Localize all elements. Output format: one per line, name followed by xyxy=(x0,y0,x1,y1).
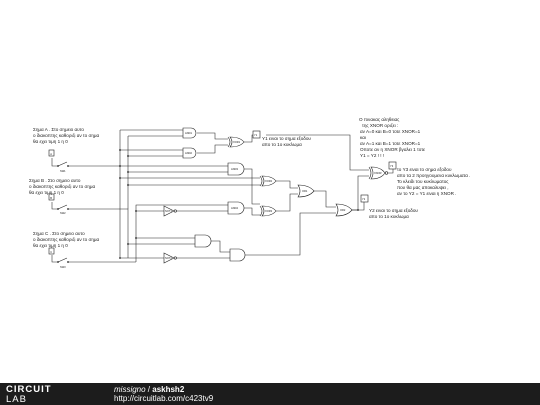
logo-top-text: CIRCUIT xyxy=(6,384,52,395)
and-gate-4[interactable]: AND4 xyxy=(227,201,245,215)
note-signal-c: Σημα C . Στο σημειο αυτο ο διακοπτης καθ… xyxy=(33,231,100,248)
xnor-label: XNOR xyxy=(374,171,382,175)
sw2-label: SW2 xyxy=(60,211,66,215)
not2-label: NOT2 xyxy=(165,256,172,260)
note-y1: Y1 ειναι το σημα εξοδου απο το 1ο κυκλωμ… xyxy=(262,136,311,147)
title-separator: / xyxy=(145,385,153,394)
svg-text:B: B xyxy=(50,196,52,200)
circuit-url[interactable]: http://circuitlab.com/c423tv9 xyxy=(114,394,214,403)
circuit-meta: missigno / askhsh2 http://circuitlab.com… xyxy=(114,385,213,403)
or-gate-2[interactable]: OR2 xyxy=(335,203,353,217)
author-link[interactable]: missigno xyxy=(114,385,146,394)
svg-text:θα εχει τιμη 1 η 0: θα εχει τιμη 1 η 0 xyxy=(29,190,64,195)
svg-text:που θα μας αποκαλυψει ,: που θα μας αποκαλυψει , xyxy=(397,185,449,190)
switch-b[interactable]: B SW2 xyxy=(48,193,69,215)
svg-text:Σημα Β . Στο σημειο αυτο: Σημα Β . Στο σημειο αυτο xyxy=(29,178,81,183)
sw3-label: SW3 xyxy=(60,265,66,269)
svg-text:αν Α=0 και Β=0 τοτε XNOR=1: αν Α=0 και Β=0 τοτε XNOR=1 xyxy=(360,129,421,134)
svg-text:θα εχει τιμη 1 η 0: θα εχει τιμη 1 η 0 xyxy=(33,139,68,144)
probe-y3-label: Y3 xyxy=(390,164,394,168)
circuit-title[interactable]: askhsh2 xyxy=(152,385,185,394)
svg-text:απο τα 2 προηγουμενα κυκλωματα: απο τα 2 προηγουμενα κυκλωματα . xyxy=(397,173,470,178)
and-gate-6[interactable] xyxy=(229,248,246,262)
not-gate-1[interactable]: NOT1 xyxy=(163,205,177,217)
svg-text:ο διακοπτης καθοριζι αν το σημ: ο διακοπτης καθοριζι αν το σημα xyxy=(33,237,100,243)
svg-text:Ο πινακας αληθειας: Ο πινακας αληθειας xyxy=(359,117,400,122)
or1-label: OR1 xyxy=(302,189,308,193)
footer-bar: CIRCUIT LAB missigno / askhsh2 http://ci… xyxy=(0,383,540,405)
svg-text:Y2 ειναι το σημα εξοδου: Y2 ειναι το σημα εξοδου xyxy=(369,208,418,214)
svg-text:ο διακοπτης καθοριζι αν το σημ: ο διακοπτης καθοριζι αν το σημα xyxy=(29,184,96,190)
or-gate-1[interactable]: OR1 xyxy=(297,184,315,198)
svg-text:αν το Y2 = Y1 ειναι η XNOR .: αν το Y2 = Y1 ειναι η XNOR . xyxy=(397,191,456,196)
probe-y1[interactable]: Y1 xyxy=(252,130,261,139)
and-gate-5[interactable] xyxy=(194,234,212,248)
note-signal-a: Σημα Α . Στο σημειο αυτο ο διακοπτης καθ… xyxy=(33,127,100,144)
xor-gate-3[interactable]: XOR3 xyxy=(259,205,277,217)
xor1-label: XOR1 xyxy=(233,140,241,144)
svg-text:Το κλειδι του κυκλωματος: Το κλειδι του κυκλωματος xyxy=(397,179,449,184)
svg-text:απο το 1ο κυκλωμα: απο το 1ο κυκλωμα xyxy=(369,214,409,219)
note-xnor-truth-table: Ο πινακας αληθειας της XNOR οριζει : αν … xyxy=(359,117,425,158)
note-y3: το Y3 ειναι το σημα εξοδου απο τα 2 προη… xyxy=(397,167,470,196)
xnor-gate[interactable]: XNOR xyxy=(368,166,389,180)
and1-label: AND1 xyxy=(185,131,192,135)
xor2-label: XOR2 xyxy=(265,179,273,183)
svg-text:το Y3 ειναι το σημα εξοδου: το Y3 ειναι το σημα εξοδου xyxy=(397,167,452,173)
svg-text:Οποτε αν η XNOR βγαλει 1 τοτε: Οποτε αν η XNOR βγαλει 1 τοτε xyxy=(360,147,425,152)
xor-gate-1[interactable]: XOR1 xyxy=(227,136,245,148)
svg-text:Y1 ειναι το σημα εξοδου: Y1 ειναι το σημα εξοδου xyxy=(262,136,311,142)
switch-a[interactable]: A SW1 xyxy=(48,149,69,173)
xor3-label: XOR3 xyxy=(265,209,273,213)
svg-text:ο διακοπτης καθοριζι αν το σημ: ο διακοπτης καθοριζι αν το σημα xyxy=(33,133,100,139)
and4-label: AND4 xyxy=(231,206,238,210)
svg-text:Σημα C . Στο σημειο αυτο: Σημα C . Στο σημειο αυτο xyxy=(33,231,85,236)
probe-y2-label: Y2 xyxy=(362,197,366,201)
svg-text:θα εχει τιμη 1 η 0: θα εχει τιμη 1 η 0 xyxy=(33,243,68,248)
junctions xyxy=(119,149,359,259)
svg-text:της XNOR οριζει :: της XNOR οριζει : xyxy=(362,123,398,129)
and-gate-2[interactable]: AND2 xyxy=(182,147,197,159)
svg-text:Σημα Α . Στο σημειο αυτο: Σημα Α . Στο σημειο αυτο xyxy=(33,127,84,132)
wires xyxy=(51,129,394,263)
circuitlab-logo[interactable]: CIRCUIT LAB xyxy=(6,384,96,405)
sw1-label: SW1 xyxy=(60,169,66,173)
svg-text:C: C xyxy=(50,250,52,254)
probe-y1-label: Y1 xyxy=(254,133,258,137)
circuit-schematic: A SW1 B SW2 C SW3 AND1 AND2 AND3 AND4 xyxy=(29,117,470,269)
or2-label: OR2 xyxy=(340,208,346,212)
svg-text:A: A xyxy=(50,152,52,156)
not1-label: NOT1 xyxy=(165,209,172,213)
svg-text:αν Α=1 και Β=1 τοτε XNOR=1: αν Α=1 και Β=1 τοτε XNOR=1 xyxy=(360,141,421,146)
not-gate-2[interactable]: NOT2 xyxy=(163,252,177,264)
note-signal-b: Σημα Β . Στο σημειο αυτο ο διακοπτης καθ… xyxy=(29,178,96,195)
and-gate-1[interactable]: AND1 xyxy=(182,127,197,139)
probe-y2[interactable]: Y2 xyxy=(360,194,369,203)
note-y2: Y2 ειναι το σημα εξοδου απο το 1ο κυκλωμ… xyxy=(369,208,418,219)
svg-text:και: και xyxy=(360,135,366,140)
switch-c[interactable]: C SW3 xyxy=(48,247,69,269)
and3-label: AND3 xyxy=(231,167,238,171)
svg-text:απο το 1ο κυκλωμα: απο το 1ο κυκλωμα xyxy=(262,142,302,147)
xor-gate-2[interactable]: XOR2 xyxy=(259,175,277,187)
and-gate-3[interactable]: AND3 xyxy=(227,162,245,176)
probe-y3[interactable]: Y3 xyxy=(388,161,397,170)
svg-text:Y1 = Y2 ! ! !: Y1 = Y2 ! ! ! xyxy=(360,153,384,158)
and2-label: AND2 xyxy=(185,151,192,155)
logo-bottom-text: LAB xyxy=(6,394,27,405)
